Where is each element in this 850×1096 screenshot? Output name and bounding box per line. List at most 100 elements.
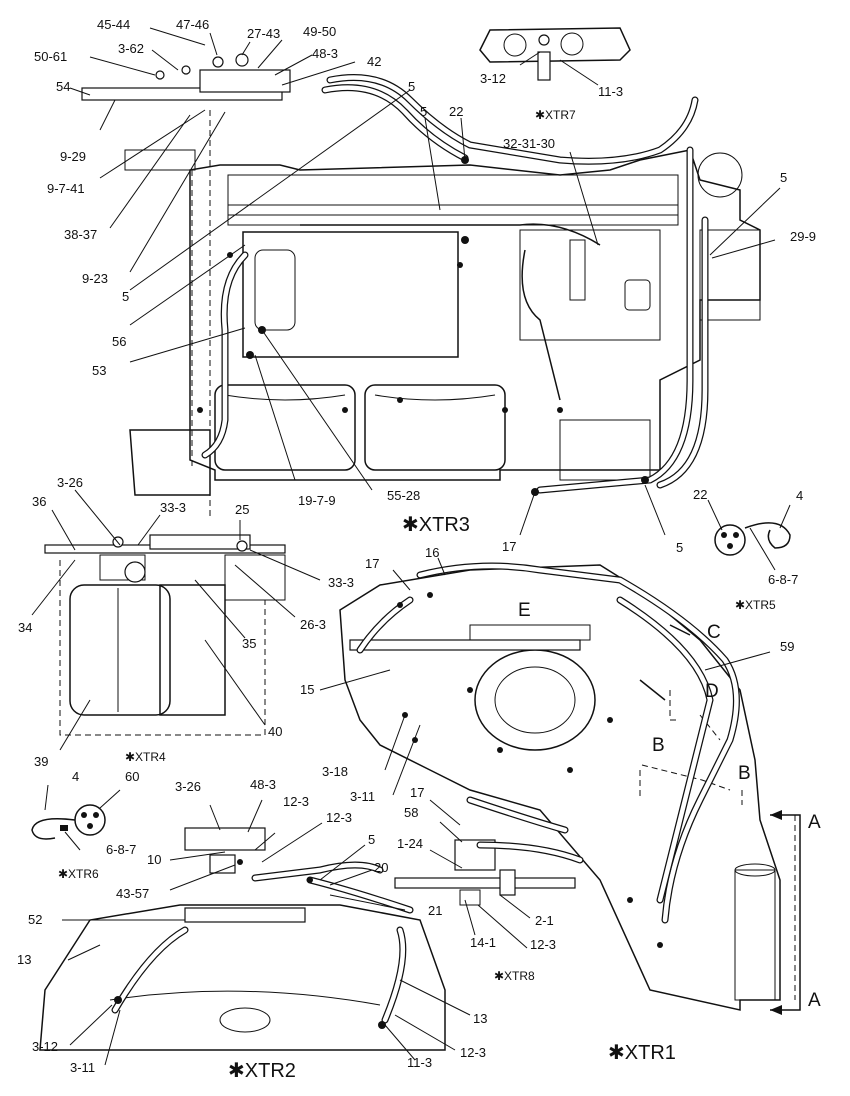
callout-9-29: 9-29 bbox=[60, 149, 87, 164]
callout-15: 15 bbox=[300, 682, 315, 697]
callout-13-left: 13 bbox=[17, 952, 32, 967]
callout-60: 60 bbox=[125, 769, 140, 784]
callout-4-xtr5: 4 bbox=[796, 488, 804, 503]
callout-12-3-a: 12-3 bbox=[283, 794, 310, 809]
callout-22-top: 22 bbox=[449, 104, 464, 119]
callout-35: 35 bbox=[242, 636, 257, 651]
section-letter-b-right: B bbox=[738, 763, 751, 784]
callout-25: 25 bbox=[235, 502, 250, 517]
callout-12-3-b: 12-3 bbox=[326, 810, 353, 825]
callout-34: 34 bbox=[18, 620, 33, 635]
section-letter-d: D bbox=[705, 681, 719, 702]
view-label-xtr7: ✱XTR7 bbox=[535, 108, 576, 122]
callout-2-1: 2-1 bbox=[535, 913, 554, 928]
callout-6-8-7-xtr5: 6-8-7 bbox=[768, 572, 799, 587]
callout-5-left: 5 bbox=[122, 289, 130, 304]
xtr4-filter-illustration bbox=[44, 534, 286, 736]
callout-16: 16 bbox=[425, 545, 440, 560]
callout-43-57: 43-57 bbox=[116, 886, 150, 901]
callout-5-b: 5 bbox=[420, 104, 428, 119]
callout-53: 53 bbox=[92, 363, 107, 378]
view-label-xtr4: ✱XTR4 bbox=[125, 750, 166, 764]
xtr1-engine-illustration bbox=[339, 562, 801, 1015]
callout-39: 39 bbox=[34, 754, 49, 769]
callout-32-31-30: 32-31-30 bbox=[503, 136, 556, 151]
callout-12-3-c: 12-3 bbox=[530, 937, 557, 952]
section-letter-c: C bbox=[707, 622, 721, 643]
callout-12-3-low: 12-3 bbox=[460, 1045, 487, 1060]
callout-22-xtr5: 22 bbox=[693, 487, 708, 502]
callout-42: 42 bbox=[367, 54, 382, 69]
xtr8-leader-lines bbox=[429, 799, 531, 949]
view-label-xtr2: ✱XTR2 bbox=[228, 1060, 296, 1082]
view-label-xtr8: ✱XTR8 bbox=[494, 969, 535, 983]
section-letter-b-left: B bbox=[652, 735, 665, 756]
callout-48-3-b: 48-3 bbox=[250, 777, 277, 792]
callout-17-low: 17 bbox=[410, 785, 425, 800]
callout-56: 56 bbox=[112, 334, 127, 349]
callout-52: 52 bbox=[28, 912, 43, 927]
callout-48-3-top: 48-3 bbox=[312, 46, 339, 61]
xtr2-leader-lines bbox=[62, 799, 471, 1066]
callout-11-3-top: 11-3 bbox=[598, 84, 624, 99]
section-letter-a-top: A bbox=[808, 812, 821, 833]
xtr2-engine-illustration bbox=[39, 827, 446, 1051]
callout-49-50: 49-50 bbox=[303, 24, 337, 39]
callout-19-7-9: 19-7-9 bbox=[298, 493, 336, 508]
callout-40: 40 bbox=[268, 724, 283, 739]
xtr5-inset-illustration bbox=[707, 499, 791, 571]
view-label-xtr6: ✱XTR6 bbox=[58, 867, 99, 881]
callout-5-right: 5 bbox=[780, 170, 788, 185]
callout-38-37: 38-37 bbox=[64, 227, 98, 242]
callout-3-12-top: 3-12 bbox=[480, 71, 507, 86]
xtr8-inset-illustration bbox=[394, 796, 584, 906]
callout-3-11-mid: 3-11 bbox=[350, 789, 376, 804]
xtr6-inset-illustration bbox=[31, 784, 121, 851]
callout-3-12-low: 3-12 bbox=[32, 1039, 59, 1054]
callout-55-28: 55-28 bbox=[387, 488, 421, 503]
callout-3-62: 3-62 bbox=[118, 41, 145, 56]
callout-59: 59 bbox=[780, 639, 795, 654]
callout-3-26-a: 3-26 bbox=[57, 475, 84, 490]
view-label-xtr3: ✱XTR3 bbox=[402, 514, 470, 536]
xtr4-leader-lines bbox=[31, 489, 321, 751]
section-letter-a-bottom: A bbox=[808, 990, 821, 1011]
callout-50-61: 50-61 bbox=[34, 49, 68, 64]
callout-3-18: 3-18 bbox=[322, 764, 349, 779]
callout-14-1: 14-1 bbox=[470, 935, 497, 950]
callout-33-3-a: 33-3 bbox=[160, 500, 187, 515]
callout-58: 58 bbox=[404, 805, 419, 820]
callout-5-a: 5 bbox=[408, 79, 416, 94]
view-label-xtr5: ✱XTR5 bbox=[735, 598, 776, 612]
callout-17-mid: 17 bbox=[502, 539, 517, 554]
view-label-xtr1: ✱XTR1 bbox=[608, 1042, 676, 1064]
callout-27-43: 27-43 bbox=[247, 26, 281, 41]
callout-5-mid: 5 bbox=[676, 540, 684, 555]
callout-3-11-low: 3-11 bbox=[70, 1060, 96, 1075]
callout-6-8-7-xtr6: 6-8-7 bbox=[106, 842, 137, 857]
callout-9-7-41: 9-7-41 bbox=[47, 181, 85, 196]
callout-5-low: 5 bbox=[368, 832, 376, 847]
callout-29-9: 29-9 bbox=[790, 229, 817, 244]
callout-17-upper: 17 bbox=[365, 556, 380, 571]
xtr3-engine-illustration bbox=[81, 53, 761, 520]
callout-33-3-b: 33-3 bbox=[328, 575, 355, 590]
callout-54: 54 bbox=[56, 79, 71, 94]
xtr1-leader-lines bbox=[319, 557, 771, 796]
callout-36: 36 bbox=[32, 494, 47, 509]
callout-9-23: 9-23 bbox=[82, 271, 109, 286]
callout-4-xtr6: 4 bbox=[72, 769, 80, 784]
callout-26-3: 26-3 bbox=[300, 617, 327, 632]
callout-10: 10 bbox=[147, 852, 162, 867]
xtr3-leader-lines bbox=[69, 27, 781, 536]
callout-13-right: 13 bbox=[473, 1011, 488, 1026]
callout-1-24: 1-24 bbox=[397, 836, 424, 851]
callout-45-44: 45-44 bbox=[97, 17, 131, 32]
callout-20: 20 bbox=[374, 860, 389, 875]
callout-47-46: 47-46 bbox=[176, 17, 210, 32]
xtr7-inset-illustration bbox=[479, 27, 631, 81]
callout-3-26-b: 3-26 bbox=[175, 779, 202, 794]
section-letter-e: E bbox=[518, 600, 531, 621]
callout-21: 21 bbox=[428, 903, 443, 918]
